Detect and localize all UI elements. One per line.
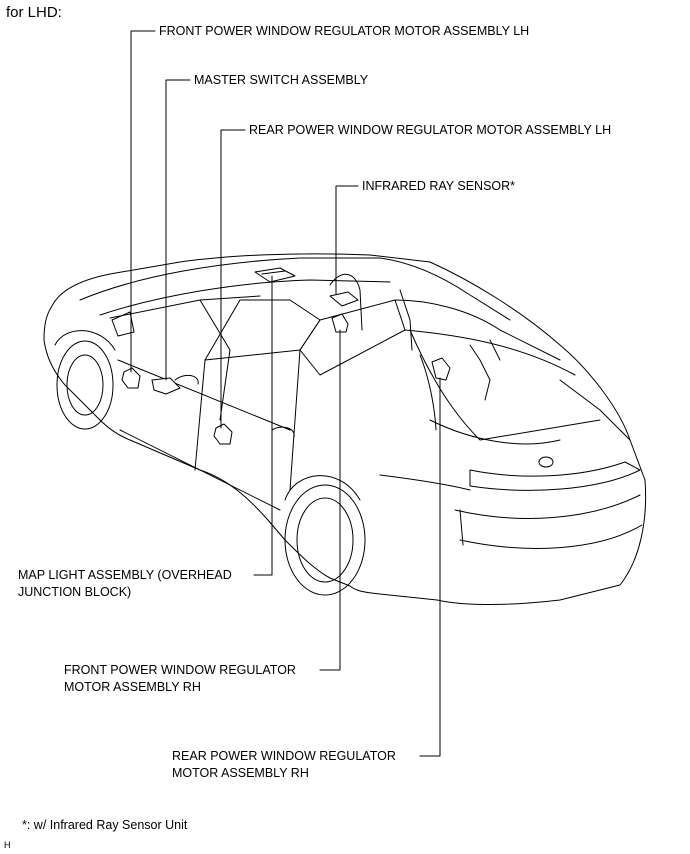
label-infrared-sensor: INFRARED RAY SENSOR* (362, 179, 516, 193)
label-master-switch: MASTER SWITCH ASSEMBLY (194, 73, 369, 87)
label-front-lh-motor: FRONT POWER WINDOW REGULATOR MOTOR ASSEM… (159, 24, 530, 38)
figure-code: H (4, 840, 11, 850)
car-body (43, 253, 647, 605)
master-switch-component (151, 377, 181, 395)
components (121, 267, 451, 445)
label-rear-lh-motor: REAR POWER WINDOW REGULATOR MOTOR ASSEMB… (249, 123, 612, 137)
infrared-sensor-component (329, 291, 359, 307)
label-rear-rh-motor: REAR POWER WINDOW REGULATOR MOTOR ASSEMB… (172, 749, 396, 780)
leader-lines (130, 30, 441, 757)
rear-lh-motor (213, 423, 233, 445)
label-map-light: MAP LIGHT ASSEMBLY (OVERHEAD JUNCTION BL… (18, 568, 232, 599)
label-front-rh-motor: FRONT POWER WINDOW REGULATOR MOTOR ASSEM… (64, 663, 296, 694)
rear-rh-motor (431, 357, 451, 381)
front-rh-motor (331, 313, 349, 333)
diagram-heading: for LHD: (6, 4, 62, 21)
footnote: *: w/ Infrared Ray Sensor Unit (22, 818, 188, 832)
front-lh-motor (121, 367, 141, 389)
map-light-component (254, 267, 296, 283)
